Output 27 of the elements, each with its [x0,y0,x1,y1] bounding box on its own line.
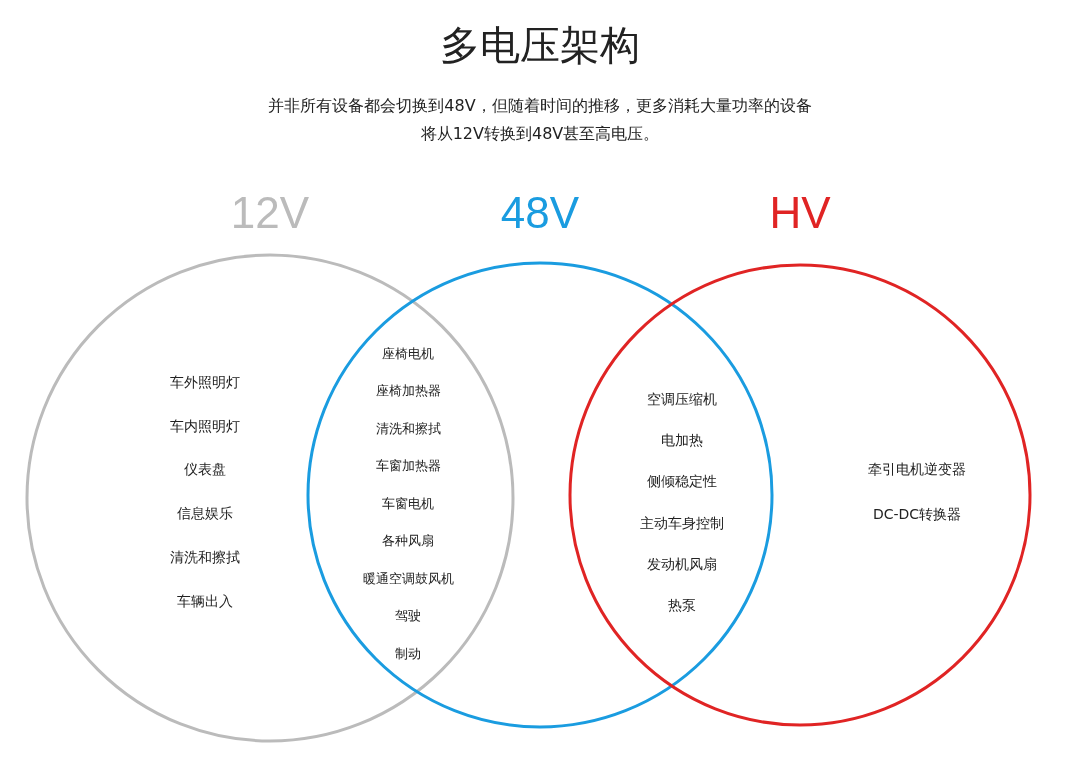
title: 多电压架构 [439,21,641,70]
item-label: 座椅加热器 [375,382,441,400]
item-label: 发动机风扇 [647,556,717,574]
item-label: 制动 [395,645,421,663]
item-label: 座椅电机 [382,345,434,363]
item-label: 车外照明灯 [170,374,240,392]
item-label: 各种风扇 [382,532,434,550]
item-label: 清洗和擦拭 [375,420,441,438]
circle-heading: HV [768,188,832,238]
item-label: 车辆出入 [177,593,233,611]
item-label: 车窗电机 [382,495,434,513]
item-label: 侧倾稳定性 [647,473,717,491]
item-label: 热泵 [668,597,696,615]
item-label: 牵引电机逆变器 [868,461,966,479]
item-label: 驾驶 [395,607,421,625]
item-label: 电加热 [661,432,703,450]
item-label: 清洗和擦拭 [170,549,240,567]
item-label: 信息娱乐 [177,505,233,523]
item-label: DC-DC转换器 [872,506,962,524]
subtitle: 并非所有设备都会切换到48V，但随着时间的推移，更多消耗大量功率的设备将从12V转换到48V甚至高电压。 [267,95,813,145]
item-label: 仪表盘 [184,461,226,479]
circle-heading: 48V [499,188,581,238]
item-label: 车窗加热器 [375,457,441,475]
item-label: 车内照明灯 [170,418,240,436]
item-label: 空调压缩机 [647,391,717,409]
item-label: 暖通空调鼓风机 [362,570,454,588]
item-label: 主动车身控制 [640,515,724,533]
